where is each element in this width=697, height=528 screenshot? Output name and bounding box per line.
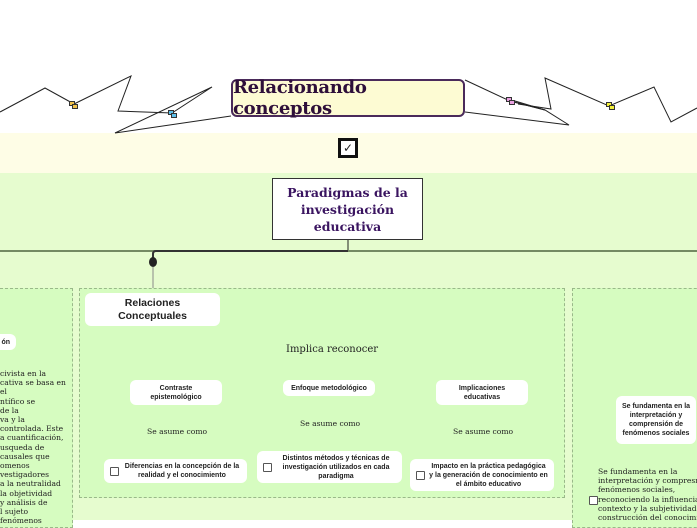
zigzag-left <box>0 74 232 134</box>
leaf-distintos-metodos[interactable]: Distintos métodos y técnicas de investig… <box>257 451 402 483</box>
child-implicaciones-educativas[interactable]: Implicaciones educativas <box>436 380 528 405</box>
right-body-line: fenómenos sociales, <box>598 485 676 495</box>
left-body-line: a la neutralidad <box>0 479 61 489</box>
left-body-line: vestigadores <box>0 470 50 480</box>
leaf-impacto[interactable]: Impacto en la práctica pedagógica y la g… <box>410 459 554 491</box>
leaf-label: Distintos métodos y técnicas de investig… <box>282 454 390 480</box>
topic-marker-yellow-2 <box>609 105 615 110</box>
child-enfoque-metodologico[interactable]: Enfoque metodológico <box>283 380 375 396</box>
left-body-line: omenos <box>0 461 30 471</box>
topic-marker-blue-2 <box>171 113 177 118</box>
left-body-line: controlada. Este <box>0 424 64 434</box>
branch-relaciones-conceptuales[interactable]: Relaciones Conceptuales <box>85 293 220 326</box>
right-node[interactable]: Se fundamenta en la interpretación y com… <box>616 396 696 444</box>
left-body-line: a cuantificación, <box>0 433 64 443</box>
left-node[interactable]: ón <box>0 334 16 350</box>
checkbox-icon[interactable] <box>110 466 119 476</box>
zigzag-right-path <box>514 100 546 111</box>
left-body-line: cativa se basa en <box>0 378 66 388</box>
left-body-line: usqueda de <box>0 442 45 452</box>
leaf-label: Impacto en la práctica pedagógica y la g… <box>429 462 548 488</box>
group-left <box>0 288 73 528</box>
checkbox-icon[interactable] <box>416 470 425 480</box>
left-body-line: de la <box>0 405 19 415</box>
root-topic-label: Paradigmas de la investigación educativa <box>287 184 408 234</box>
left-body-line: civista en la <box>0 369 47 378</box>
link-se-asume-como[interactable]: Se asume como <box>300 419 361 428</box>
link-implica-reconocer[interactable]: Implica reconocer <box>286 344 379 355</box>
right-node-label: Se fundamenta en la interpretación y com… <box>621 402 691 438</box>
left-body-line: l sujeto <box>0 507 29 517</box>
checkbox-icon[interactable] <box>263 462 272 472</box>
right-body-line: interpretación y compresn <box>598 476 697 486</box>
topic-marker-pink-2 <box>509 100 515 105</box>
link-se-asume-como[interactable]: Se asume como <box>147 427 208 436</box>
branch-label: Relaciones Conceptuales <box>118 296 187 322</box>
checkbox-icon[interactable] <box>589 496 598 505</box>
child-contraste-epistemologico[interactable]: Contraste epistemológico <box>130 380 222 405</box>
leaf-diferencias[interactable]: Diferencias en la concepción de la reali… <box>104 459 247 483</box>
check-icon[interactable]: ✓ <box>338 138 358 158</box>
check-glyph: ✓ <box>342 141 354 155</box>
left-body-line: fenómenos <box>0 516 42 526</box>
left-body-line: ntífico se <box>0 396 36 406</box>
left-body-line: la objetividad <box>0 488 53 498</box>
child-label: Contraste epistemológico <box>150 384 202 401</box>
link-se-asume-como[interactable]: Se asume como <box>453 427 514 436</box>
child-label: Implicaciones educativas <box>458 384 506 401</box>
left-body-line: causales que <box>0 451 50 461</box>
topic-marker-orange-2 <box>72 104 78 109</box>
left-body-line: el <box>0 387 7 397</box>
child-label: Enfoque metodológico <box>291 384 367 392</box>
left-body-line: y análisis de <box>0 497 48 507</box>
left-node-label: ón <box>1 338 10 346</box>
central-topic-title[interactable]: Relacionando conceptos <box>231 77 465 119</box>
leaf-label: Diferencias en la concepción de la reali… <box>124 463 240 479</box>
right-body-line: Se fundamenta en la <box>598 467 678 476</box>
root-topic[interactable]: Paradigmas de la investigación educativa <box>272 178 423 240</box>
zigzag-right-2 <box>509 100 546 111</box>
right-body-line: reconociendo la influencia <box>598 494 697 504</box>
right-body-line: construcción del conocimi <box>598 513 697 523</box>
right-body-line: contexto y la subjetividad e <box>598 503 697 513</box>
left-body-line: va y la <box>0 415 25 425</box>
zigzag-right <box>464 79 570 126</box>
